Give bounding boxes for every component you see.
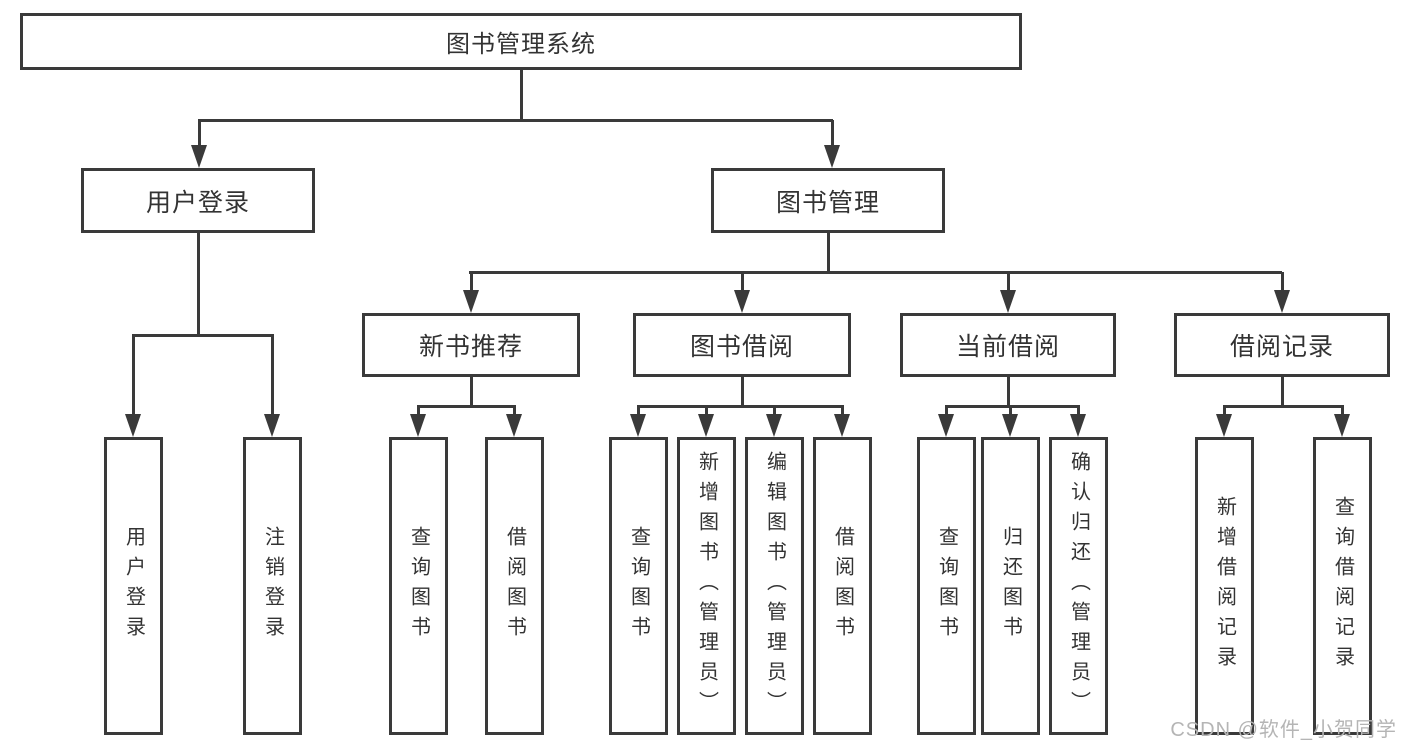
node-current-borrowing: 当前借阅	[900, 313, 1116, 377]
node-root-library-system: 图书管理系统	[20, 13, 1022, 70]
node-book-borrowing: 图书借阅	[633, 313, 851, 377]
leaf-return-books: 归还图书	[981, 437, 1040, 735]
arrow-down-icon	[506, 406, 522, 437]
arrow-down-icon	[698, 406, 714, 437]
connector-line	[469, 270, 1282, 274]
connector-line	[198, 118, 833, 122]
arrow-down-icon	[1002, 406, 1018, 437]
leaf-borrow-books: 借阅图书	[813, 437, 872, 735]
node-borrowing-records: 借阅记录	[1174, 313, 1390, 377]
leaf-query-borrow-record: 查询借阅记录	[1313, 437, 1372, 735]
connector-line	[826, 233, 830, 273]
leaf-logout: 注销登录	[243, 437, 302, 735]
arrow-down-icon	[938, 406, 954, 437]
leaf-borrow-books-recommend: 借阅图书	[485, 437, 544, 735]
arrow-down-icon	[125, 335, 141, 437]
connector-line	[417, 404, 516, 408]
arrow-down-icon	[264, 335, 280, 437]
arrow-down-icon	[734, 272, 750, 313]
connector-line	[1006, 377, 1010, 407]
connector-line	[469, 377, 473, 407]
leaf-query-books-current: 查询图书	[917, 437, 976, 735]
csdn-watermark: CSDN @软件_小贺同学	[1170, 719, 1397, 741]
node-book-management: 图书管理	[711, 168, 945, 233]
leaf-confirm-return-admin: 确认归还（管理员）	[1049, 437, 1108, 735]
arrow-down-icon	[410, 406, 426, 437]
arrow-down-icon	[1334, 406, 1350, 437]
arrow-down-icon	[766, 406, 782, 437]
connector-line	[1280, 377, 1284, 407]
arrow-down-icon	[1216, 406, 1232, 437]
leaf-edit-books-admin: 编辑图书（管理员）	[745, 437, 804, 735]
arrow-down-icon	[630, 406, 646, 437]
leaf-add-borrow-record: 新增借阅记录	[1195, 437, 1254, 735]
connector-line	[1223, 404, 1344, 408]
node-user-login: 用户登录	[81, 168, 315, 233]
arrow-down-icon	[191, 120, 207, 168]
connector-line	[945, 404, 1080, 408]
arrow-down-icon	[463, 272, 479, 313]
connector-line	[519, 70, 523, 121]
node-new-book-recommendation: 新书推荐	[362, 313, 580, 377]
arrow-down-icon	[824, 120, 840, 168]
connector-line	[740, 377, 744, 407]
arrow-down-icon	[1070, 406, 1086, 437]
leaf-user-login: 用户登录	[104, 437, 163, 735]
arrow-down-icon	[1274, 272, 1290, 313]
connector-line	[637, 404, 844, 408]
connector-line	[132, 333, 274, 337]
connector-line	[196, 233, 200, 336]
arrow-down-icon	[1000, 272, 1016, 313]
arrow-down-icon	[834, 406, 850, 437]
leaf-query-books-borrow: 查询图书	[609, 437, 668, 735]
leaf-add-books-admin: 新增图书（管理员）	[677, 437, 736, 735]
leaf-query-books-recommend: 查询图书	[389, 437, 448, 735]
